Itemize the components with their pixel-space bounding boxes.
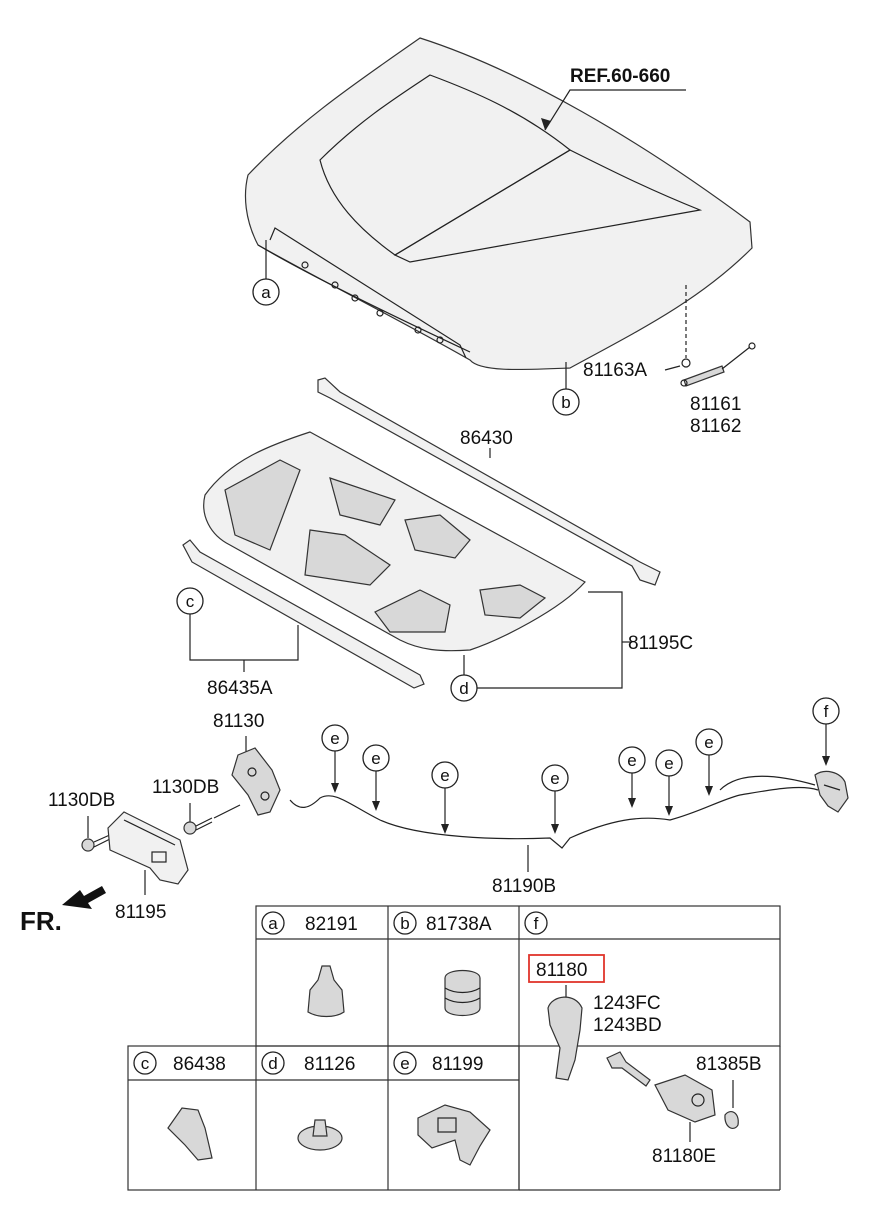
strut-stud-81163A — [681, 358, 691, 368]
release-handle-assembly[interactable] — [814, 770, 849, 813]
ref-arrowhead — [541, 118, 551, 130]
callout-d-text: d — [459, 679, 468, 698]
callout-f-text: f — [824, 702, 829, 721]
label-1130DB-right: 1130DB — [152, 777, 219, 798]
part-81199-drawing — [417, 1104, 491, 1166]
label-1243BD: 1243BD — [593, 1015, 662, 1036]
svg-text:f: f — [534, 914, 539, 933]
svg-text:e: e — [371, 749, 380, 768]
hood-clips — [301, 261, 444, 344]
callout-c-text: c — [186, 592, 195, 611]
label-81161: 81161 — [690, 394, 741, 415]
part-81385B-clip-drawing — [724, 1111, 739, 1129]
table-cell-a[interactable]: a 82191 — [261, 911, 358, 1018]
callout-d-circle — [450, 674, 478, 702]
svg-text:e: e — [330, 729, 339, 748]
table-cell-f[interactable]: f 81180 1243FC 1243BD 81385B 81180E — [524, 911, 762, 1167]
front-label: FR. — [20, 906, 62, 936]
label-81195C-bracket — [466, 591, 623, 689]
ref-label: REF.60-660 — [570, 66, 670, 87]
svg-text:e: e — [664, 754, 673, 773]
label-1130DB-left: 1130DB — [48, 790, 115, 811]
table-cell-e[interactable]: e 81199 — [393, 1051, 491, 1166]
label-81130: 81130 — [213, 711, 264, 732]
svg-text:e: e — [400, 1054, 409, 1073]
table-d-part: 81126 — [304, 1054, 355, 1075]
table-cell-b[interactable]: b 81738A — [393, 911, 492, 1017]
gas-strut[interactable] — [680, 342, 756, 387]
latch-bracket-81195[interactable] — [107, 811, 189, 885]
svg-text:e: e — [704, 733, 713, 752]
callout-a-circle — [252, 278, 280, 306]
label-81195: 81195 — [115, 902, 166, 923]
highlight-box-81180 — [528, 954, 605, 983]
label-81195C: 81195C — [628, 633, 693, 654]
svg-text:e: e — [440, 766, 449, 785]
label-1243FC: 1243FC — [593, 993, 661, 1014]
ref-leader — [544, 89, 686, 131]
label-86435A: 86435A — [207, 678, 273, 699]
svg-text:c: c — [141, 1054, 150, 1073]
bolt-1130DB-left[interactable] — [81, 833, 113, 852]
label-86435A-bracket — [189, 614, 299, 661]
label-81163A: 81163A — [583, 360, 647, 381]
callout-b-circle — [552, 388, 580, 416]
cable-callouts-e: e e e e e e e — [321, 724, 723, 834]
table-cell-c[interactable]: c 86438 — [133, 1051, 226, 1161]
table-b-part: 81738A — [426, 914, 492, 935]
svg-text:d: d — [268, 1054, 277, 1073]
svg-text:a: a — [268, 914, 278, 933]
bolt-right-guide — [213, 804, 241, 819]
callout-f-arrowhead — [822, 756, 830, 766]
part-1243-screw-drawing — [606, 1051, 651, 1087]
bolt-1130DB-right[interactable] — [183, 817, 213, 835]
callout-a-text: a — [261, 283, 271, 302]
label-81180E: 81180E — [652, 1146, 716, 1167]
hood-latch-81130[interactable] — [231, 747, 281, 816]
hood-insulator-pad[interactable] — [203, 431, 586, 652]
part-86438-drawing — [167, 1107, 213, 1161]
front-direction-arrow — [62, 886, 106, 909]
hood-panel[interactable] — [244, 37, 753, 371]
label-81190B: 81190B — [492, 876, 556, 897]
svg-text:b: b — [400, 914, 409, 933]
label-81162: 81162 — [690, 416, 741, 437]
label-86430: 86430 — [460, 428, 513, 449]
table-a-part: 82191 — [305, 914, 358, 935]
svg-text:e: e — [550, 769, 559, 788]
callout-b-text: b — [561, 393, 570, 412]
svg-text:e: e — [627, 751, 636, 770]
parts-table — [127, 905, 781, 1191]
front-seal-strip-86435A[interactable] — [182, 539, 425, 689]
table-e-part: 81199 — [432, 1054, 483, 1075]
part-81180-handle-drawing — [547, 996, 583, 1081]
part-82191-drawing — [307, 965, 345, 1018]
table-c-part: 86438 — [173, 1054, 226, 1075]
table-f-part-highlighted: 81180 — [536, 960, 587, 981]
strut-stud-leader — [664, 365, 681, 371]
part-81180E-bracket-drawing — [654, 1074, 716, 1123]
table-cell-d[interactable]: d 81126 — [261, 1051, 355, 1151]
rear-seal-strip-86430[interactable] — [317, 377, 661, 586]
label-81385B: 81385B — [696, 1054, 762, 1075]
release-cable-81190B[interactable] — [289, 775, 819, 849]
